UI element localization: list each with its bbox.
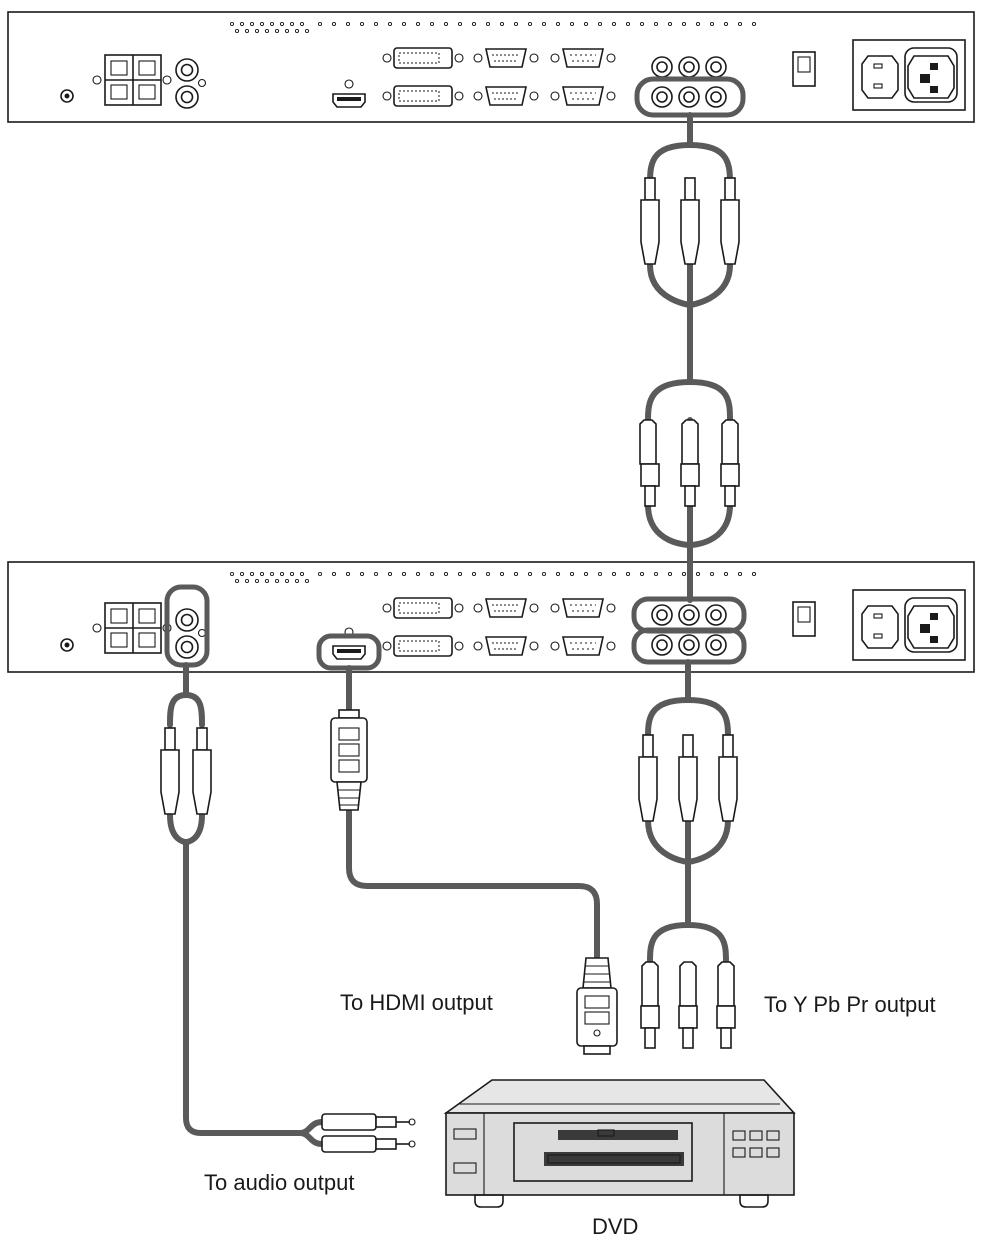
rca-plug-set-1 (640, 177, 740, 265)
rca-plug-set-2 (639, 419, 740, 507)
hdmi-cable (346, 665, 600, 963)
label-audio-output: To audio output (204, 1170, 354, 1195)
label-hdmi-output: To HDMI output (340, 990, 493, 1015)
top-display-rear-panel (7, 11, 975, 123)
vga-port-2 (473, 636, 539, 656)
hdmi-port (332, 79, 366, 108)
component-jacks-out (651, 634, 727, 656)
component-jacks-in (651, 604, 727, 626)
dvi-port-1 (382, 597, 464, 619)
audio-cable (167, 662, 325, 1147)
power-switch (792, 51, 816, 87)
ac-power-inlet (852, 589, 966, 661)
vga-port-1 (473, 598, 539, 618)
audio-rca-jacks (175, 608, 207, 659)
audio-plug-pair-dvd (321, 1113, 416, 1153)
ac-power-inlet (852, 39, 966, 111)
vga-port-1 (473, 48, 539, 68)
serial-port-2 (550, 86, 616, 106)
rca-plug-set-4 (640, 961, 736, 1049)
vent-dots (229, 571, 757, 584)
serial-port-1 (550, 48, 616, 68)
bottom-display-rear-panel (7, 561, 975, 673)
vent-dots (229, 21, 757, 34)
label-ypbpr-output: To Y Pb Pr output (764, 992, 936, 1017)
serial-port-1 (550, 598, 616, 618)
ground-terminal (60, 638, 74, 652)
vga-port-2 (473, 86, 539, 106)
dvd-player (443, 1079, 796, 1208)
speaker-terminal-block (92, 602, 172, 654)
component-jacks-out (651, 86, 727, 108)
dvi-port-2 (382, 635, 464, 657)
ground-terminal (60, 89, 74, 103)
hdmi-plug-dvd (576, 957, 618, 1055)
audio-plug-pair-top (160, 727, 212, 815)
dvi-port-2 (382, 85, 464, 107)
audio-rca-jacks (175, 58, 207, 109)
component-link-cable (645, 112, 733, 603)
hdmi-plug-top (330, 709, 368, 811)
rca-plug-set-3 (638, 734, 738, 822)
label-dvd: DVD (592, 1214, 638, 1239)
power-switch (792, 601, 816, 637)
serial-port-2 (550, 636, 616, 656)
speaker-terminal-block (92, 54, 172, 106)
dvi-port-1 (382, 47, 464, 69)
